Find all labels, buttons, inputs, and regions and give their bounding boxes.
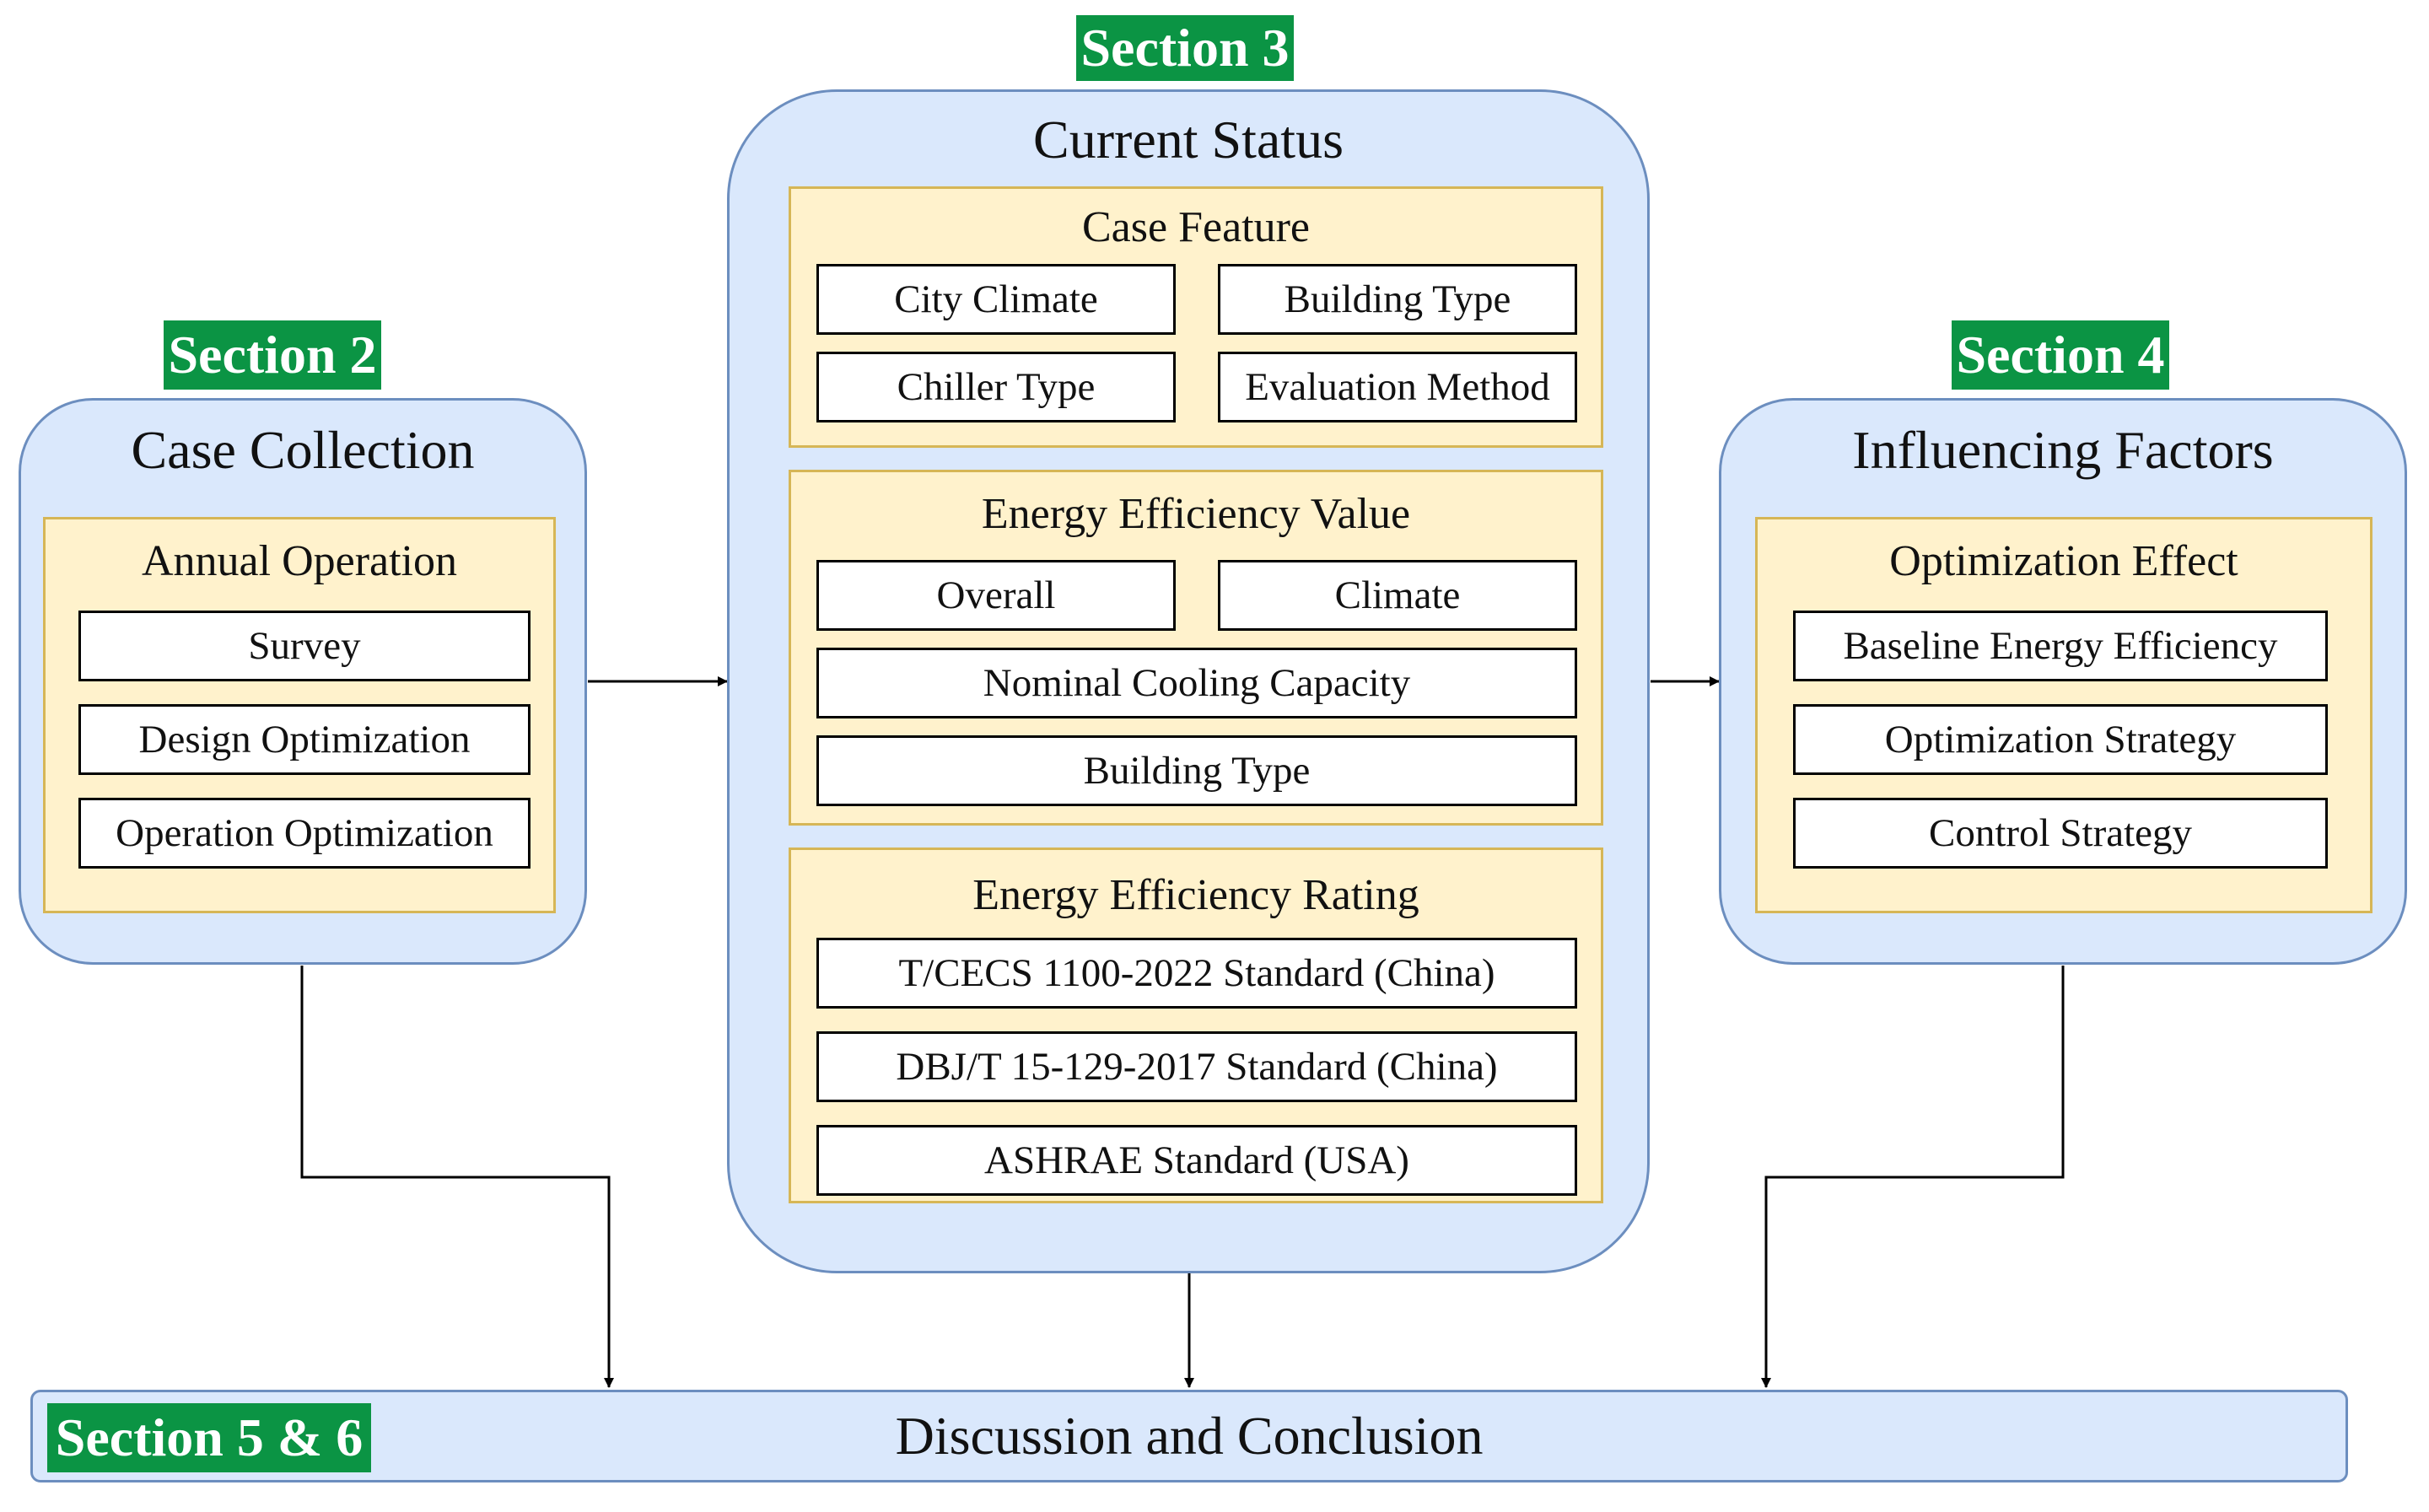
energy-efficiency-rating-title: Energy Efficiency Rating [972, 871, 1419, 919]
case-feature-title: Case Feature [1081, 203, 1310, 251]
section-2-badge: Section 2 [164, 320, 381, 390]
tcecs-standard-box: T/CECS 1100-2022 Standard (China) [816, 938, 1577, 1009]
current-status-title: Current Status [1033, 110, 1344, 169]
optimization-effect-title: Optimization Effect [1889, 537, 2238, 585]
influencing-factors-title: Influencing Factors [1852, 420, 2274, 480]
case-collection-title: Case Collection [131, 420, 475, 480]
conclusion-panel: Discussion and Conclusion [30, 1390, 2348, 1482]
dbjt-standard-box: DBJ/T 15-129-2017 Standard (China) [816, 1031, 1577, 1102]
optimization-strategy-box: Optimization Strategy [1793, 704, 2328, 775]
section-5-6-badge: Section 5 & 6 [47, 1403, 371, 1472]
overall-box: Overall [816, 560, 1176, 631]
annual-operation-group: Annual Operation Survey Design Optimizat… [43, 517, 556, 913]
baseline-energy-efficiency-box: Baseline Energy Efficiency [1793, 611, 2328, 681]
ashrae-standard-box: ASHRAE Standard (USA) [816, 1125, 1577, 1196]
control-strategy-box: Control Strategy [1793, 798, 2328, 869]
arrow-case-to-conclusion [300, 966, 614, 1388]
operation-optimization-box: Operation Optimization [78, 798, 531, 869]
chiller-type-box: Chiller Type [816, 352, 1176, 422]
energy-efficiency-value-group: Energy Efficiency Value Overall Climate … [789, 470, 1603, 826]
influencing-factors-panel: Influencing Factors Optimization Effect … [1719, 398, 2407, 965]
case-feature-group: Case Feature City Climate Building Type … [789, 186, 1603, 448]
building-type-box: Building Type [1218, 264, 1577, 335]
section-3-badge: Section 3 [1076, 15, 1294, 81]
annual-operation-title: Annual Operation [141, 537, 457, 585]
nominal-cooling-capacity-box: Nominal Cooling Capacity [816, 648, 1577, 718]
energy-efficiency-value-title: Energy Efficiency Value [981, 490, 1411, 538]
section-4-badge: Section 4 [1952, 320, 2169, 390]
design-optimization-box: Design Optimization [78, 704, 531, 775]
current-status-panel: Current Status Case Feature City Climate… [727, 89, 1650, 1273]
city-climate-box: City Climate [816, 264, 1176, 335]
conclusion-title: Discussion and Conclusion [895, 1406, 1484, 1466]
survey-box: Survey [78, 611, 531, 681]
evaluation-method-box: Evaluation Method [1218, 352, 1577, 422]
climate-box: Climate [1218, 560, 1577, 631]
building-type-value-box: Building Type [816, 735, 1577, 806]
energy-efficiency-rating-group: Energy Efficiency Rating T/CECS 1100-202… [789, 847, 1603, 1203]
case-collection-panel: Case Collection Annual Operation Survey … [19, 398, 587, 965]
optimization-effect-group: Optimization Effect Baseline Energy Effi… [1755, 517, 2372, 913]
arrow-factors-to-conclusion [1761, 966, 2065, 1388]
